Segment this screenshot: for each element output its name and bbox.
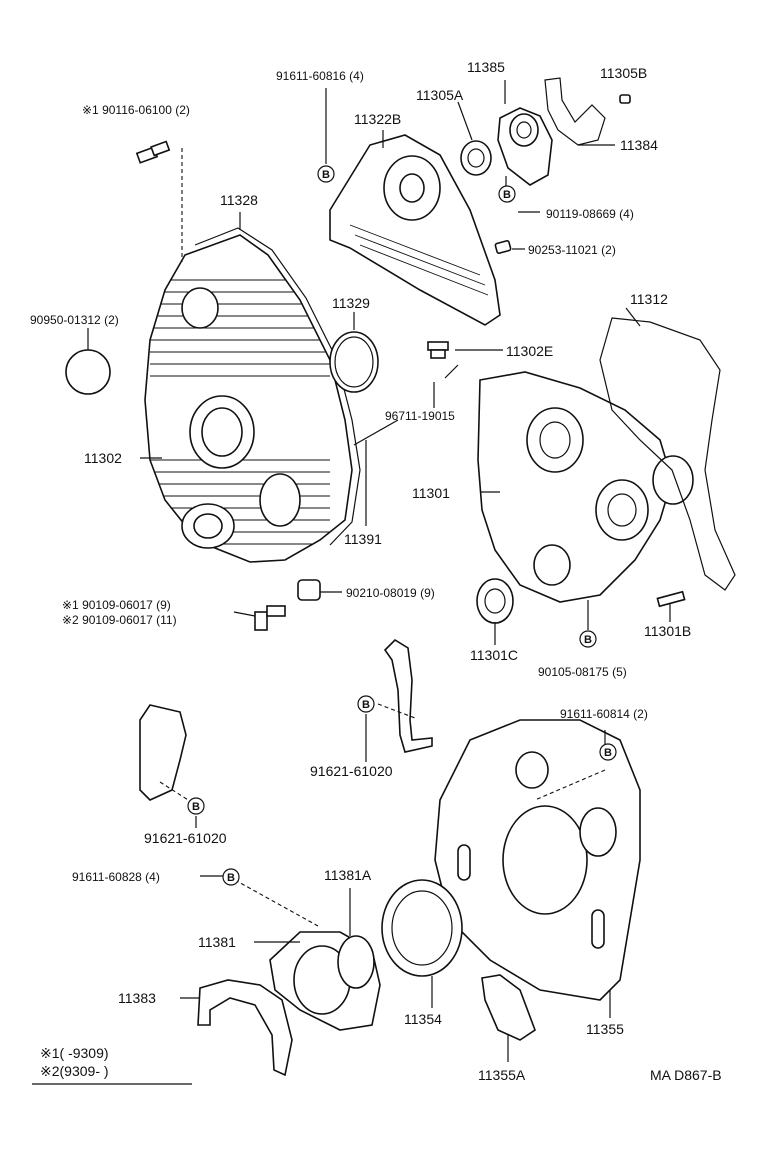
timing-cover-11302: [144, 234, 353, 563]
svg-text:B: B: [503, 189, 511, 201]
retainer-11381: [269, 931, 381, 1031]
label-90253: 90253-11021 (2): [528, 243, 616, 257]
label-11391: 11391: [344, 531, 382, 547]
pin-11391: [353, 419, 399, 446]
b-marker: B: [187, 797, 205, 815]
label-91621-upper: 91621-61020: [310, 763, 393, 779]
label-11301B: 11301B: [644, 623, 691, 639]
plug-90253: [494, 240, 512, 254]
label-11329: 11329: [332, 295, 370, 311]
label-90109-2: ※2 90109-06017 (11): [62, 613, 177, 627]
svg-text:B: B: [604, 747, 612, 759]
gasket-11312: [599, 317, 736, 591]
oil-seal-11301C: [476, 578, 514, 624]
timing-cover-11322B: [329, 134, 501, 326]
pin-11305B: [619, 94, 631, 104]
label-11383: 11383: [118, 990, 156, 1006]
label-90109-1: ※1 90109-06017 (9): [62, 598, 171, 612]
b-marker: B: [357, 695, 375, 713]
b-marker: B: [579, 630, 597, 648]
label-11302: 11302: [84, 450, 122, 466]
oring-11329: [329, 331, 379, 393]
b-marker: B: [498, 185, 516, 203]
leader-91611-60814-dash: [534, 769, 606, 801]
b-marker: B: [317, 165, 335, 183]
plug-11302E: [427, 341, 449, 359]
plug-90950: [65, 349, 111, 395]
gasket-11384: [544, 77, 606, 146]
label-11355: 11355: [586, 1021, 624, 1037]
label-90210: 90210-08019 (9): [346, 586, 435, 600]
housing-11385: [497, 107, 553, 186]
label-90950: 90950-01312 (2): [30, 313, 119, 327]
oil-seal-11305A: [460, 140, 492, 176]
label-11381A: 11381A: [324, 867, 372, 883]
label-11302E: 11302E: [506, 343, 553, 359]
diagram-code: MA D867-B: [650, 1067, 722, 1083]
b-marker: B: [222, 868, 240, 886]
label-11305A: 11305A: [416, 87, 464, 103]
label-11301: 11301: [412, 485, 450, 501]
oil-seal-11305A-inner: [467, 148, 485, 168]
label-90116: ※1 90116-06100 (2): [82, 103, 190, 117]
label-11322B: 11322B: [354, 111, 401, 127]
bracket-lower: [139, 704, 187, 801]
label-11301C: 11301C: [470, 647, 518, 663]
pin-96711: [444, 364, 459, 379]
grommet-90210: [297, 579, 321, 601]
label-96711: 96711-19015: [385, 409, 455, 423]
svg-text:B: B: [192, 801, 200, 813]
label-90105: 90105-08175 (5): [538, 665, 627, 679]
label-11381: 11381: [198, 934, 236, 950]
end-plate-11355: [434, 719, 641, 1001]
oil-seal-11301C-inner: [484, 588, 506, 614]
label-91611-60816: 91611-60816 (4): [276, 69, 364, 83]
label-11328: 11328: [220, 192, 258, 208]
label-11385: 11385: [467, 59, 505, 75]
b-marker: B: [599, 743, 617, 761]
label-11312: 11312: [630, 291, 668, 307]
stud-11301B: [656, 590, 686, 608]
stud-90116: [135, 140, 171, 164]
retainer-11355A: [481, 974, 536, 1041]
bolt-90109: [254, 605, 286, 631]
label-11354: 11354: [404, 1011, 442, 1027]
leader-91611-60828-dash: [234, 879, 319, 927]
oring-11329-inner: [334, 336, 374, 388]
leader-lines: [87, 80, 671, 1062]
oil-seal-11354: [381, 879, 463, 977]
svg-text:B: B: [227, 872, 235, 884]
bolt-markers: B B B B B B B: [187, 165, 617, 886]
seal-11383: [197, 979, 293, 1077]
label-91621-lower: 91621-61020: [144, 830, 227, 846]
label-91611-60828: 91611-60828 (4): [72, 870, 160, 884]
label-91611-60814: 91611-60814 (2): [560, 707, 648, 721]
svg-text:B: B: [584, 634, 592, 646]
label-11355A: 11355A: [478, 1067, 526, 1083]
timing-case-11301: [477, 371, 694, 603]
bracket-upper: [383, 638, 433, 753]
oil-seal-11354-inner: [391, 890, 453, 966]
note-2: ※2(9309- ): [40, 1063, 109, 1079]
label-90119: 90119-08669 (4): [546, 207, 634, 221]
svg-text:B: B: [362, 699, 370, 711]
label-11305B: 11305B: [600, 65, 647, 81]
svg-text:B: B: [322, 169, 330, 181]
label-11384: 11384: [620, 137, 658, 153]
note-1: ※1( -9309): [40, 1045, 109, 1061]
part-labels: ※1 90116-06100 (2) 91611-60816 (4) 11385…: [30, 59, 722, 1085]
